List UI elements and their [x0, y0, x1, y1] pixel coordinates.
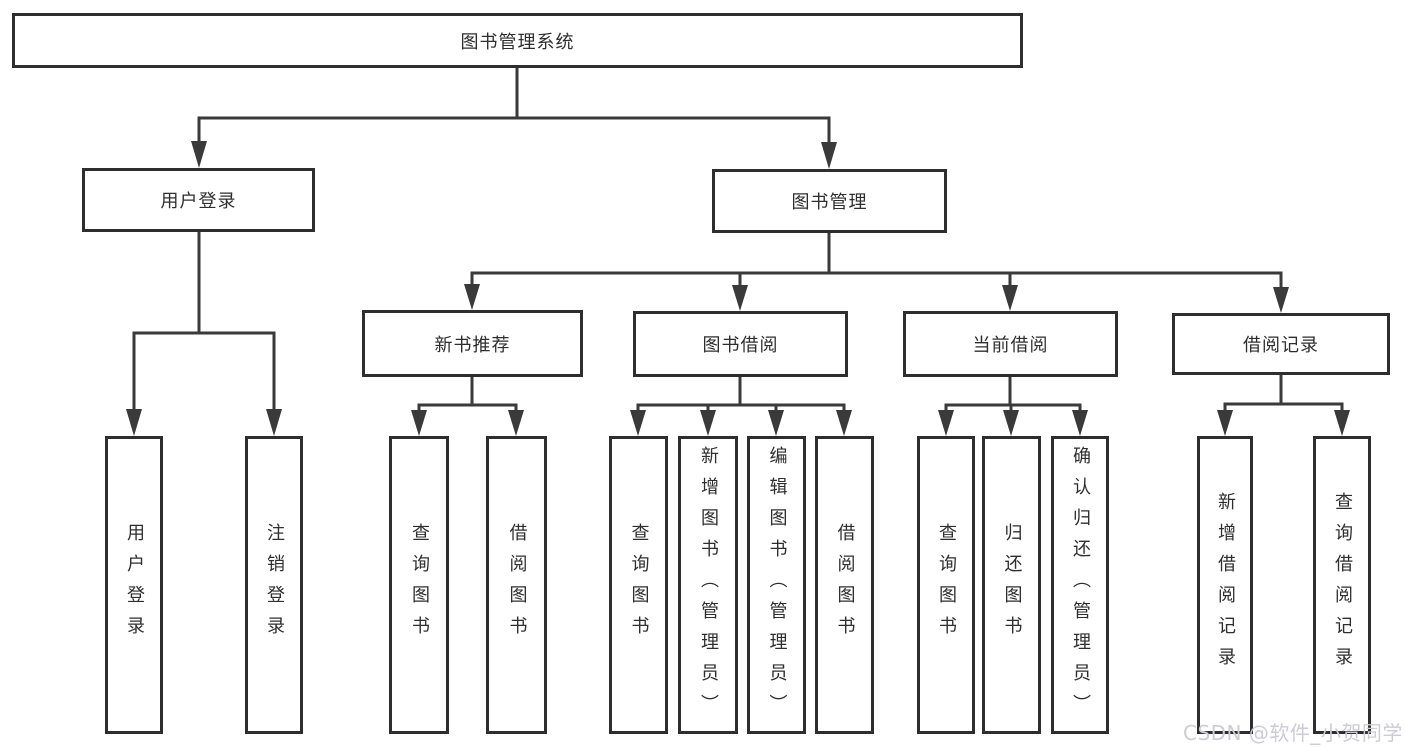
node-label: 图书借阅 [702, 335, 779, 356]
leaf-label: 查询图书 [409, 523, 430, 647]
node-new-book-recommend: 新书推荐 [362, 310, 583, 377]
node-book-borrow: 图书借阅 [633, 311, 848, 377]
leaf-user-login: 用户登录 [105, 436, 163, 734]
node-label: 用户登录 [160, 191, 237, 212]
leaf-query-books: 查询图书 [389, 436, 449, 734]
node-library-management-system: 图书管理系统 [12, 13, 1023, 68]
leaf-label: 确认归还（管理员） [1070, 445, 1091, 725]
leaf-confirm-return-admin: 确认归还（管理员） [1051, 436, 1109, 734]
node-label: 当前借阅 [972, 335, 1049, 356]
leaf-label: 新增借阅记录 [1215, 492, 1236, 678]
leaf-edit-books-admin: 编辑图书（管理员） [747, 436, 806, 734]
leaf-query-books: 查询图书 [609, 436, 668, 734]
leaf-label: 查询图书 [628, 523, 650, 647]
leaf-label: 借阅图书 [834, 523, 856, 647]
leaf-label: 用户登录 [124, 523, 145, 647]
leaf-return-books: 归还图书 [982, 436, 1041, 734]
leaf-borrow-books: 借阅图书 [815, 436, 874, 734]
leaf-query-books: 查询图书 [917, 436, 975, 734]
node-borrow-records: 借阅记录 [1172, 313, 1390, 375]
leaf-add-borrow-record: 新增借阅记录 [1197, 436, 1253, 734]
node-current-borrow: 当前借阅 [903, 311, 1118, 377]
node-book-management: 图书管理 [712, 169, 947, 233]
leaf-label: 归还图书 [1001, 523, 1023, 647]
leaf-label: 注销登录 [264, 523, 285, 647]
leaf-add-books-admin: 新增图书（管理员） [678, 436, 738, 734]
leaf-label: 查询借阅记录 [1332, 492, 1353, 678]
leaf-logout: 注销登录 [245, 436, 303, 734]
leaf-query-borrow-record: 查询借阅记录 [1313, 436, 1371, 734]
leaf-borrow-books: 借阅图书 [486, 436, 547, 734]
node-label: 新书推荐 [434, 334, 511, 356]
csdn-watermark: CSDN @软件_小贺同学 [1183, 721, 1403, 745]
leaf-label: 查询图书 [936, 523, 957, 647]
node-label: 借阅记录 [1243, 335, 1319, 356]
leaf-label: 编辑图书（管理员） [766, 445, 788, 725]
node-label: 图书管理 [791, 192, 868, 213]
leaf-label: 新增图书（管理员） [698, 445, 719, 725]
node-label: 图书管理系统 [460, 31, 575, 53]
leaf-label: 借阅图书 [506, 523, 528, 647]
node-user-login: 用户登录 [82, 168, 315, 232]
